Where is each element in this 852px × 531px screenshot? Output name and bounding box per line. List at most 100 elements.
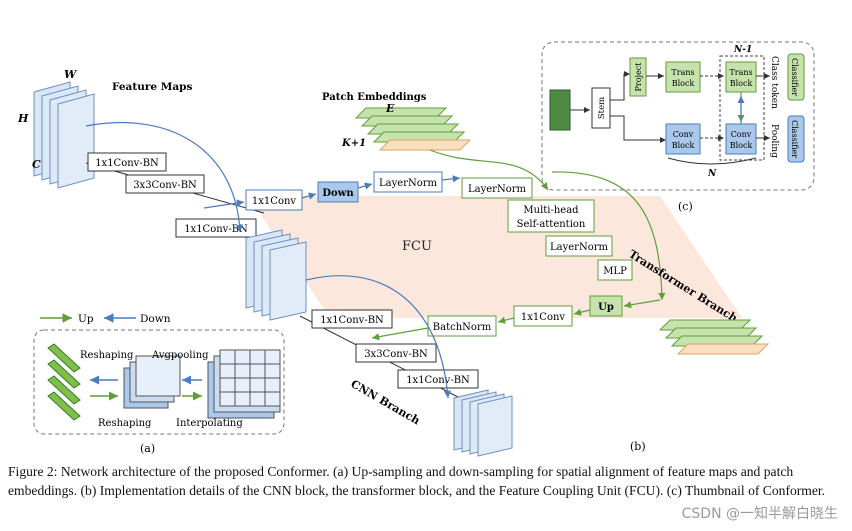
cnn-bottom-conv2-box xyxy=(355,343,437,363)
panel-c-trans-block-2: Block xyxy=(672,79,695,88)
tr-mlp-box xyxy=(597,259,633,281)
panel-c-repeat-frame xyxy=(719,55,765,161)
panel-c-frame xyxy=(541,41,815,191)
cnn-top-conv2-box xyxy=(125,174,205,194)
fcu-down-layernorm-box xyxy=(373,171,443,193)
figure-caption: Figure 2: Network architecture of the pr… xyxy=(8,464,826,498)
cnn-top-conv1-box xyxy=(87,152,167,172)
fcu-down-conv: 1x1Conv xyxy=(252,196,296,207)
fcu-down-layernorm: LayerNorm xyxy=(379,178,438,189)
panel-a-reshaping-bottom: Reshaping xyxy=(98,418,152,429)
fcu-band xyxy=(248,196,742,318)
panel-a-label: (a) xyxy=(140,442,155,455)
middle-feature-maps xyxy=(245,229,307,321)
tr-layernorm2: LayerNorm xyxy=(550,242,609,253)
patch-embeddings-stack xyxy=(354,107,472,151)
panel-c-n-minus-1: N-1 xyxy=(733,45,752,55)
dim-c-label: C xyxy=(32,158,41,171)
cnn-top-conv3: 1x1Conv-BN xyxy=(184,224,248,235)
dim-h-label: H xyxy=(17,112,29,125)
fcu-down-arrow-3 xyxy=(441,175,461,183)
feature-maps-label: Feature Maps xyxy=(112,81,192,93)
panel-c-classifier-top: Classifier xyxy=(790,58,799,96)
fcu-up-box xyxy=(589,295,623,317)
panel-c-conv-repeat-2: Block xyxy=(730,141,753,150)
fcu-up: Up xyxy=(598,302,614,313)
panel-c-stem-box xyxy=(591,87,611,129)
fcu-up-arrow-2 xyxy=(573,308,591,316)
panel-c-trans-repeat-1: Trans xyxy=(729,68,752,77)
panel-c-project-box xyxy=(629,57,647,97)
panel-a-frame xyxy=(33,329,285,435)
tr-mlp: MLP xyxy=(603,266,627,277)
cnn-bottom-conv3-box xyxy=(397,369,479,389)
panel-a-large-grid xyxy=(207,349,281,419)
fcu-label: FCU xyxy=(402,239,432,254)
cnn-top-conv2: 3x3Conv-BN xyxy=(133,180,197,191)
panel-c-trans-block-box xyxy=(665,61,701,93)
fcu-up-arrow-4 xyxy=(371,327,429,341)
panel-c-trans-repeat-2: Block xyxy=(730,79,753,88)
transformer-flow-arrow xyxy=(429,149,549,191)
network-diagram: FCU W H C Feature Maps Patch Embeddings … xyxy=(17,41,815,457)
output-feature-maps xyxy=(453,389,513,457)
fcu-up-arrow-1 xyxy=(623,299,661,309)
panel-a-interpolating: Interpolating xyxy=(176,418,243,429)
feature-maps-stack xyxy=(33,81,95,189)
cnn-skip-arrow-bottom xyxy=(305,275,451,399)
panel-c-trans-block-1: Trans xyxy=(671,68,694,77)
cnn-bottom-block: 1x1Conv-BN 3x3Conv-BN 1x1Conv-BN xyxy=(299,309,479,399)
panel-c-conv-repeat-1: Conv xyxy=(731,130,752,139)
fcu-down: Down xyxy=(322,188,354,199)
fcu-up-conv: 1x1Conv xyxy=(521,312,565,323)
panel-c-conv-block-box xyxy=(665,123,701,155)
tr-layernorm1: LayerNorm xyxy=(468,184,527,195)
panel-c-classifier-bottom-box xyxy=(787,115,805,163)
tr-layernorm1-box xyxy=(461,177,533,199)
panel-c-classifier-bottom: Classifier xyxy=(790,120,799,158)
panel-c-label: (c) xyxy=(678,200,693,213)
panel-c-classifier-top-box xyxy=(787,53,805,101)
fcu-up-conv-box xyxy=(513,305,573,327)
panel-c-class-token: Class token xyxy=(769,56,779,109)
tr-mhsa-line2: Self-attention xyxy=(517,219,586,230)
fcu-down-conv-box xyxy=(245,189,303,211)
cnn-to-fcu-arrow xyxy=(203,199,245,209)
dim-k1-label: K+1 xyxy=(341,138,366,149)
cnn-bottom-conv1-box xyxy=(311,309,393,329)
fcu-down-arrow-1 xyxy=(301,192,317,200)
cnn-top-conv1: 1x1Conv-BN xyxy=(95,158,159,169)
panel-c-input-image xyxy=(549,89,571,131)
cnn-top-block: 1x1Conv-BN 3x3Conv-BN 1x1Conv-BN xyxy=(85,152,265,238)
dim-w-label: W xyxy=(64,68,78,81)
panel-c-pooling: Pooling xyxy=(769,124,779,158)
fcu-up-batchnorm: BatchNorm xyxy=(433,322,492,333)
panel-c-project: Project xyxy=(634,62,643,92)
fcu-down-arrow-2 xyxy=(357,182,373,190)
panel-a-small-grid xyxy=(123,355,181,409)
cnn-top-conv3-box xyxy=(175,218,257,238)
fcu-down-box xyxy=(317,181,359,203)
panel-c-stem: Stem xyxy=(597,97,607,119)
panel-c-conv-block-2: Block xyxy=(672,141,695,150)
cnn-bottom-conv3: 1x1Conv-BN xyxy=(406,375,470,386)
tr-mhsa-box xyxy=(507,199,595,233)
panel-a-avgpooling: Avgpooling xyxy=(151,350,209,361)
panel-a-token-stack xyxy=(47,343,81,421)
dim-e-label: E xyxy=(385,102,395,115)
tr-layernorm2-box xyxy=(545,235,613,257)
cnn-bottom-conv2: 3x3Conv-BN xyxy=(364,349,428,360)
legend-up-label: Up xyxy=(78,313,94,325)
legend-down-label: Down xyxy=(140,313,171,325)
patch-embeddings-label: Patch Embeddings xyxy=(322,92,427,103)
watermark: CSDN @一知半解白晓生 xyxy=(681,506,838,522)
patch-embeddings-output xyxy=(658,319,770,355)
transformer-skip-arrow xyxy=(551,171,666,301)
cnn-bottom-conv1: 1x1Conv-BN xyxy=(320,315,384,326)
panel-b-label: (b) xyxy=(630,440,646,453)
tr-mhsa-line1: Multi-head xyxy=(523,205,579,216)
panel-c-n: N xyxy=(707,169,717,179)
fcu-up-arrow-3 xyxy=(497,316,515,324)
panel-a-reshaping-top: Reshaping xyxy=(80,350,134,361)
